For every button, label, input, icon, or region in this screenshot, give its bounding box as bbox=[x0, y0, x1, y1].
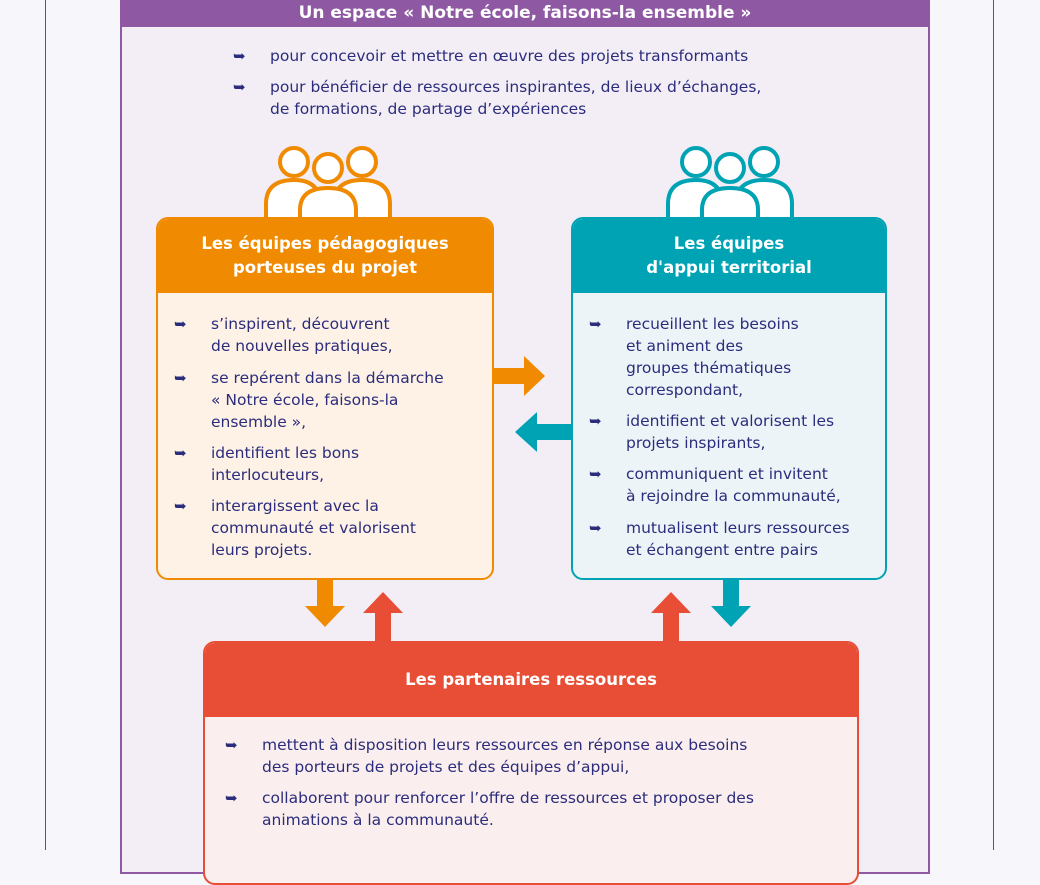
list-item: ➥collaborent pour renforcer l’offre de r… bbox=[225, 789, 754, 829]
list-item: ➥identifient et valorisent les projets i… bbox=[589, 412, 835, 452]
list-item: ➥communiquent et invitent à rejoindre la… bbox=[589, 465, 841, 505]
arrow-curved-right-icon: ➥ bbox=[174, 497, 187, 515]
arrow-curved-right-icon: ➥ bbox=[589, 412, 602, 430]
arrow-curved-right-icon: ➥ bbox=[225, 789, 238, 807]
equipes-appui-box: Les équipes d'appui territorial bbox=[571, 217, 887, 580]
arrow-curved-right-icon: ➥ bbox=[233, 47, 246, 65]
arrow-right-icon bbox=[494, 356, 545, 396]
partenaires-box: Les partenaires ressources bbox=[203, 641, 859, 885]
box-title: Les équipes d'appui territorial bbox=[573, 219, 885, 293]
people-group-icon-orange bbox=[264, 146, 392, 220]
page-border-right bbox=[993, 0, 994, 850]
list-item: ➥mutualisent leurs ressources et échange… bbox=[589, 519, 850, 559]
arrow-up-icon bbox=[651, 592, 691, 644]
arrow-curved-right-icon: ➥ bbox=[174, 444, 187, 462]
arrow-curved-right-icon: ➥ bbox=[233, 78, 246, 96]
list-item: ➥recueillent les besoins et animent des … bbox=[589, 315, 799, 399]
arrow-curved-right-icon: ➥ bbox=[589, 519, 602, 537]
list-item: ➥s’inspirent, découvrent de nouvelles pr… bbox=[174, 315, 393, 355]
arrow-curved-right-icon: ➥ bbox=[174, 315, 187, 333]
equipes-pedagogiques-box: Les équipes pédagogiques porteuses du pr… bbox=[156, 217, 494, 580]
arrow-left-icon bbox=[515, 412, 573, 452]
list-item: ➥mettent à disposition leurs ressources … bbox=[225, 736, 748, 776]
arrow-up-icon bbox=[363, 592, 403, 644]
list-item: ➥interargissent avec la communauté et va… bbox=[174, 497, 416, 559]
intro-item: ➥pour bénéficier de ressources inspirant… bbox=[233, 78, 762, 118]
arrow-down-icon bbox=[711, 578, 751, 627]
page-border-left bbox=[45, 0, 46, 850]
arrow-curved-right-icon: ➥ bbox=[174, 369, 187, 387]
arrow-curved-right-icon: ➥ bbox=[589, 465, 602, 483]
intro-item: ➥pour concevoir et mettre en œuvre des p… bbox=[233, 47, 749, 65]
frame-title: Un espace « Notre école, faisons-la ense… bbox=[298, 3, 752, 23]
arrow-curved-right-icon: ➥ bbox=[589, 315, 602, 333]
box-title: Les partenaires ressources bbox=[205, 643, 857, 717]
arrow-down-icon bbox=[305, 578, 345, 627]
list-item: ➥identifient les bons interlocuteurs, bbox=[174, 444, 360, 484]
box-title: Les équipes pédagogiques porteuses du pr… bbox=[158, 219, 492, 293]
list-item: ➥se repérent dans la démarche « Notre éc… bbox=[174, 369, 444, 431]
people-group-icon-teal bbox=[666, 146, 794, 220]
frame-header: Un espace « Notre école, faisons-la ense… bbox=[120, 0, 930, 27]
arrow-curved-right-icon: ➥ bbox=[225, 736, 238, 754]
